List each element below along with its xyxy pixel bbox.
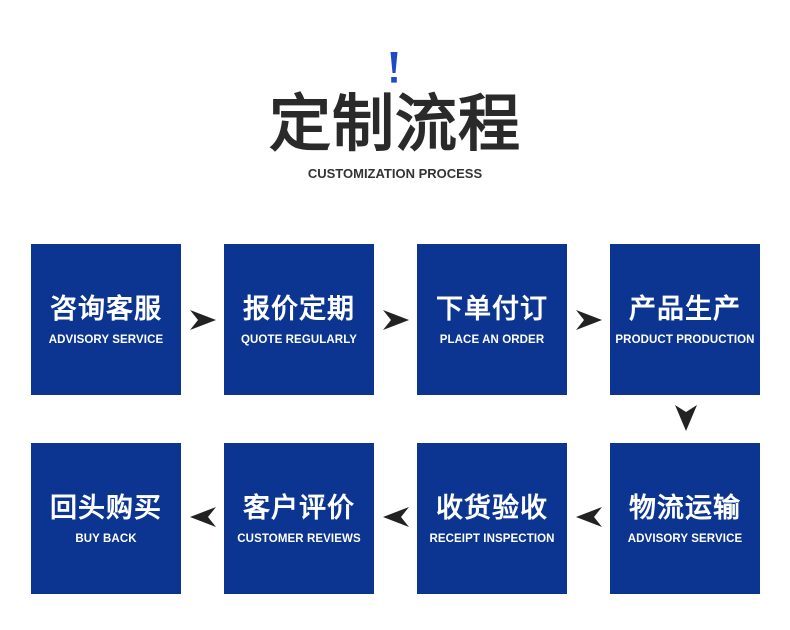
- arrowhead-icon: [675, 405, 697, 431]
- step-receipt-inspection: 收货验收 RECEIPT INSPECTION: [417, 443, 567, 594]
- step-title: 回头购买: [50, 493, 162, 524]
- arrowhead-icon: [576, 310, 602, 330]
- step-caption: PRODUCT PRODUCTION: [615, 334, 755, 346]
- step-caption: ADVISORY SERVICE: [627, 533, 743, 545]
- arrowhead-icon: [190, 507, 216, 527]
- step-caption: BUY BACK: [75, 533, 137, 545]
- page-title: 定制流程: [268, 87, 521, 160]
- step-title: 咨询客服: [50, 294, 162, 325]
- step-title: 客户评价: [243, 493, 355, 524]
- step-quote-regularly: 报价定期 QUOTE REGULARLY: [224, 244, 374, 395]
- step-caption: PLACE AN ORDER: [439, 334, 545, 346]
- step-customer-reviews: 客户评价 CUSTOMER REVIEWS: [224, 443, 374, 594]
- page-subtitle: CUSTOMIZATION PROCESS: [307, 166, 483, 181]
- step-title: 下单付订: [436, 294, 548, 325]
- step-caption: RECEIPT INSPECTION: [429, 533, 555, 545]
- arrowhead-icon: [383, 310, 409, 330]
- step-buy-back: 回头购买 BUY BACK: [31, 443, 181, 594]
- exclamation-mark-icon: [389, 52, 399, 84]
- step-advisory-service: 咨询客服 ADVISORY SERVICE: [31, 244, 181, 395]
- step-title: 产品生产: [629, 294, 741, 325]
- step-title: 收货验收: [436, 493, 548, 524]
- step-caption: ADVISORY SERVICE: [48, 334, 164, 346]
- step-place-an-order: 下单付订 PLACE AN ORDER: [417, 244, 567, 395]
- arrowhead-icon: [383, 507, 409, 527]
- step-caption: CUSTOMER REVIEWS: [237, 533, 361, 545]
- arrowhead-icon: [576, 507, 602, 527]
- step-caption: QUOTE REGULARLY: [240, 334, 358, 346]
- step-logistics: 物流运输 ADVISORY SERVICE: [610, 443, 760, 594]
- step-product-production: 产品生产 PRODUCT PRODUCTION: [610, 244, 760, 395]
- step-title: 报价定期: [243, 294, 355, 325]
- arrowhead-icon: [190, 310, 216, 330]
- step-title: 物流运输: [629, 493, 741, 524]
